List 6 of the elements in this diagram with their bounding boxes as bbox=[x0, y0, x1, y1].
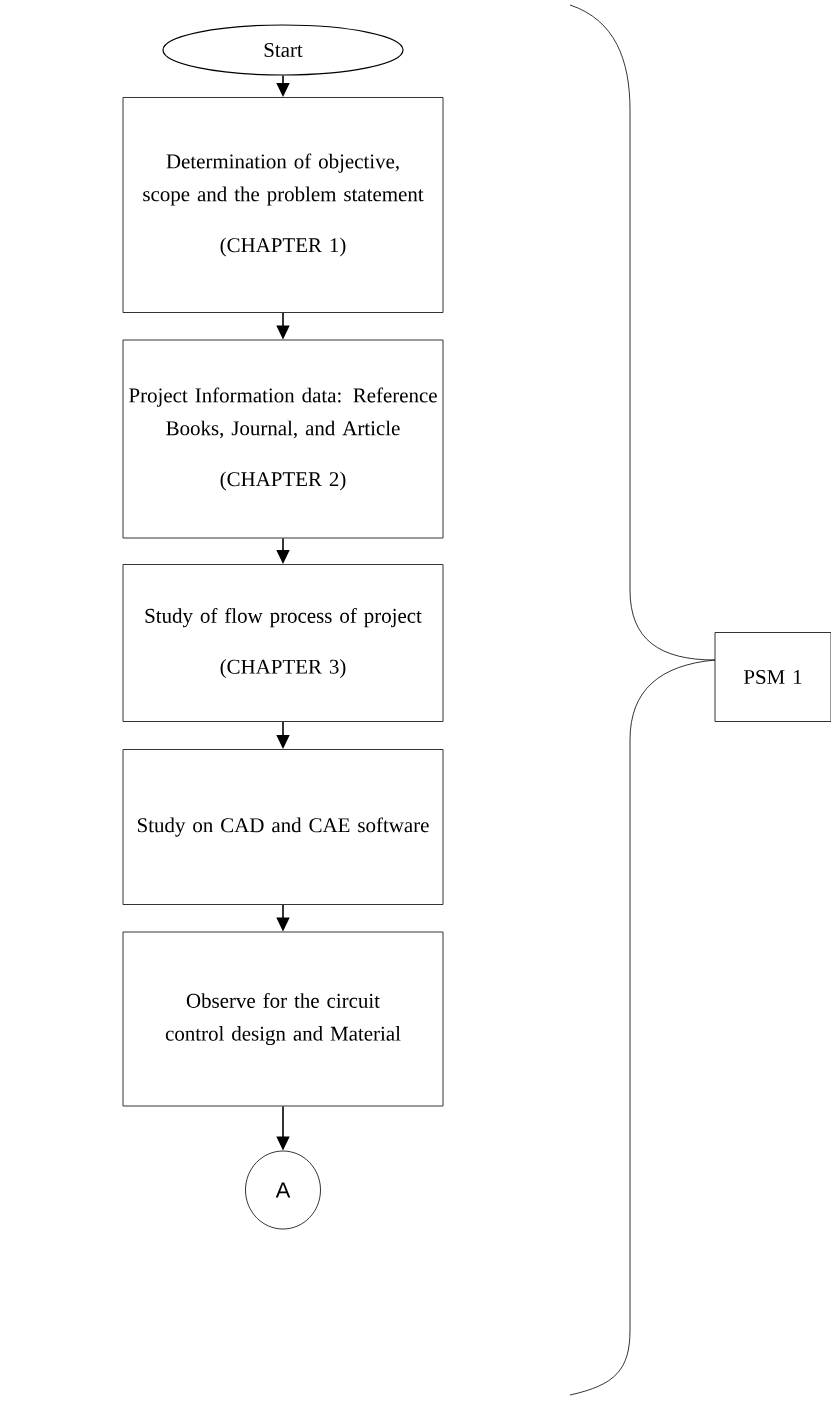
process-box: Study on CAD and CAE software bbox=[122, 749, 444, 905]
process-box: Determination of objective, scope and the problem statement (CHAPTER 1) bbox=[122, 97, 444, 313]
process-box: Study of flow process of project (CHAPTER 3) bbox=[122, 564, 444, 722]
label-box: PSM 1 bbox=[714, 632, 831, 722]
process-box: Project Information data: Reference Books, Journal, and Article (CHAPTER 2) bbox=[122, 339, 444, 539]
process-box: Observe for the circuit control design and Material bbox=[122, 931, 444, 1107]
